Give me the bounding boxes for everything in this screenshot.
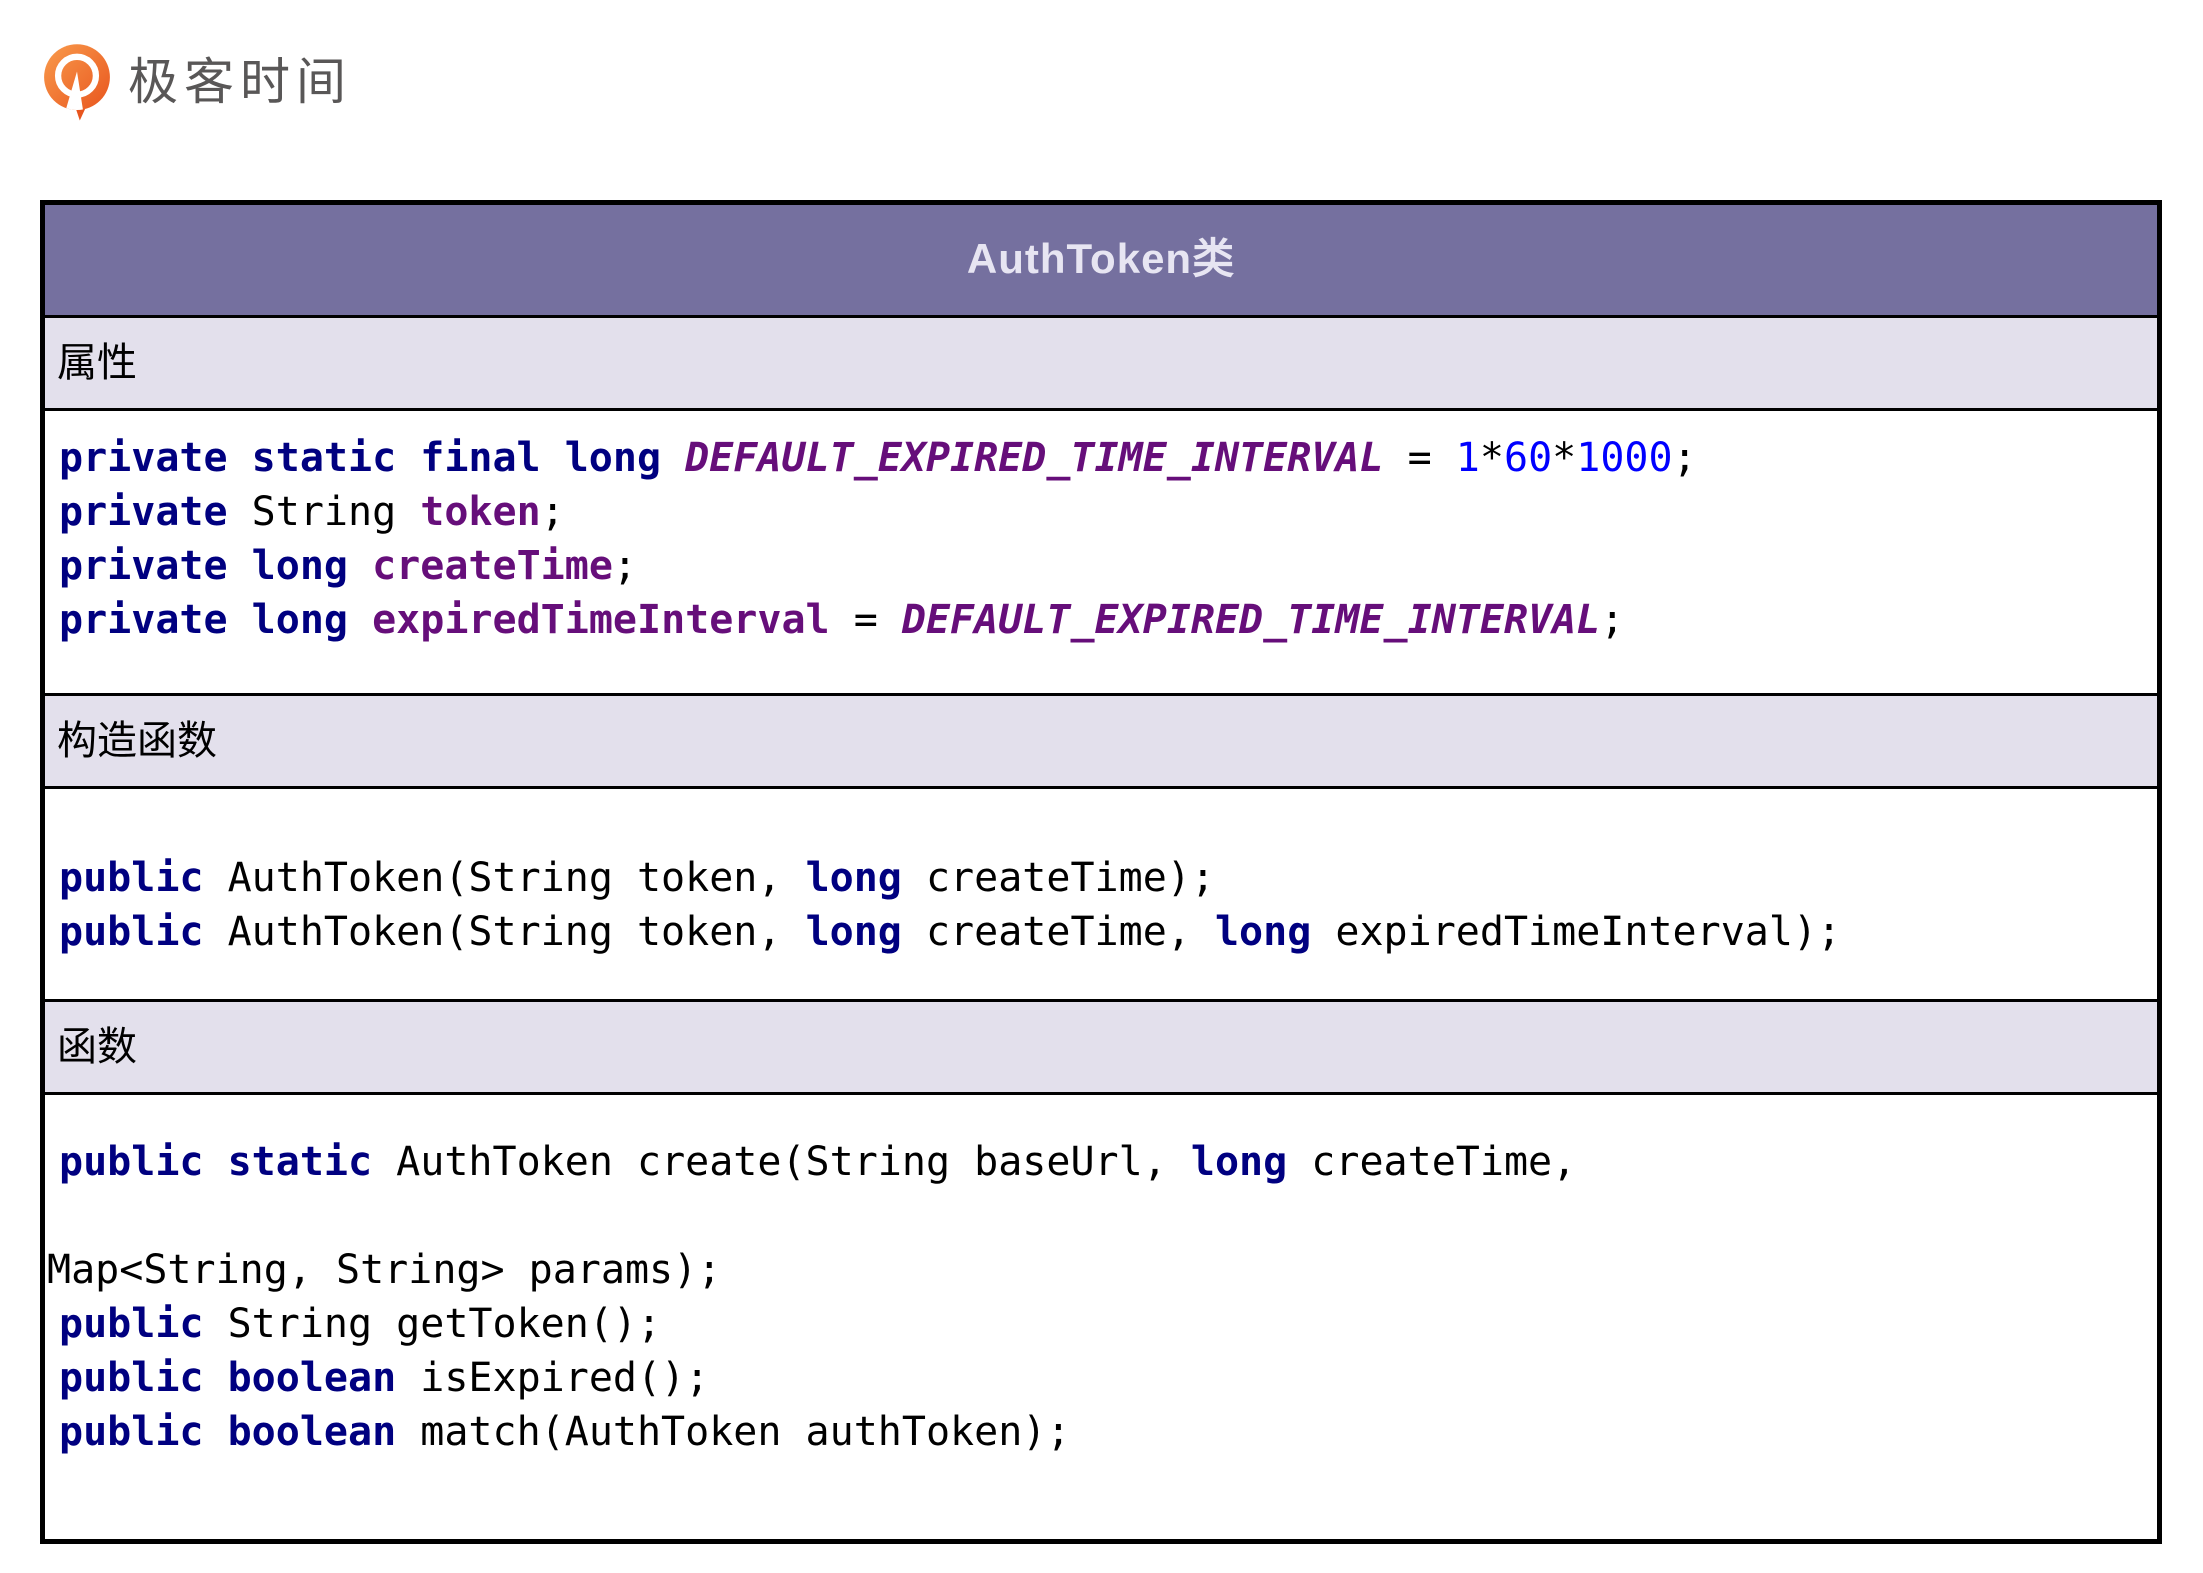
class-table-sections: 属性 private static final long DEFAULT_EXPI… <box>45 315 2157 1539</box>
code-token-plain: * <box>1479 435 1504 481</box>
code-line: private String token; <box>59 485 2143 539</box>
code-token-kw: public <box>59 855 204 901</box>
authtoken-class-table: AuthToken类 属性 private static final long D… <box>40 200 2162 1544</box>
code-token-field: expiredTimeInterval <box>372 597 830 643</box>
brand-header: 极客时间 <box>42 42 352 122</box>
code-token-plain: expiredTimeInterval); <box>1311 909 1842 955</box>
code-token-kw: long <box>805 909 902 955</box>
code-token-plain: AuthToken(String token, <box>203 855 806 901</box>
code-line: public AuthToken(String token, long crea… <box>59 851 2143 905</box>
code-line: public static AuthToken create(String ba… <box>59 1135 2143 1189</box>
code-token-plain: = <box>1383 435 1456 481</box>
section-label-functions: 函数 <box>45 999 2157 1095</box>
code-token-kw: public <box>59 1301 204 1347</box>
code-token-plain <box>661 435 685 481</box>
code-token-const: DEFAULT_EXPIRED_TIME_INTERVAL <box>685 435 1384 481</box>
code-token-plain <box>348 543 372 589</box>
code-token-kw: long <box>805 855 902 901</box>
code-token-kw: public <box>59 909 204 955</box>
code-line: private long expiredTimeInterval = DEFAU… <box>59 593 2143 647</box>
code-line: Map<String, String> params); <box>47 1243 2143 1297</box>
code-token-kw: long <box>1190 1139 1288 1185</box>
code-line: private static final long DEFAULT_EXPIRE… <box>59 431 2143 485</box>
class-title: AuthToken类 <box>45 205 2157 315</box>
code-token-kw: public static <box>59 1139 373 1185</box>
code-block-functions: public static AuthToken create(String ba… <box>45 1095 2157 1539</box>
code-token-plain: match(AuthToken authToken); <box>396 1409 1071 1455</box>
code-token-plain: = <box>829 597 902 643</box>
code-token-plain: createTime, <box>1287 1139 1577 1185</box>
code-line: public AuthToken(String token, long crea… <box>59 905 2143 959</box>
code-token-plain <box>348 597 372 643</box>
code-token-field: token <box>420 489 541 535</box>
code-block-properties: private static final long DEFAULT_EXPIRE… <box>45 411 2157 693</box>
geektime-logo-icon <box>42 42 112 122</box>
section-label-constructors: 构造函数 <box>45 693 2157 789</box>
code-block-constructors: public AuthToken(String token, long crea… <box>45 789 2157 999</box>
code-token-plain: AuthToken(String token, <box>203 909 806 955</box>
code-token-kw: public boolean <box>59 1409 397 1455</box>
code-line <box>59 1189 2143 1243</box>
code-token-num: 60 <box>1503 435 1553 481</box>
code-token-num: 1000 <box>1576 435 1673 481</box>
code-token-plain: * <box>1552 435 1577 481</box>
code-token-plain: String <box>227 489 421 535</box>
code-token-kw: private long <box>59 597 348 643</box>
code-token-kw: long <box>1214 909 1312 955</box>
code-token-const: DEFAULT_EXPIRED_TIME_INTERVAL <box>901 597 1601 643</box>
code-line: public boolean isExpired(); <box>59 1351 2143 1405</box>
code-token-plain: ; <box>540 489 565 535</box>
code-token-plain: createTime); <box>901 855 1215 901</box>
code-token-kw: private static final long <box>59 435 662 481</box>
code-token-plain: ; <box>1600 597 1625 643</box>
code-token-field: createTime <box>372 543 613 589</box>
code-line: public String getToken(); <box>59 1297 2143 1351</box>
code-token-num: 1 <box>1455 435 1480 481</box>
section-label-properties: 属性 <box>45 315 2157 411</box>
code-token-plain: ; <box>1672 435 1697 481</box>
code-token-plain: String getToken(); <box>203 1301 662 1347</box>
code-token-plain: ; <box>612 543 637 589</box>
code-token-plain: AuthToken create(String baseUrl, <box>372 1139 1191 1185</box>
code-token-kw: public boolean <box>59 1355 397 1401</box>
code-line: public boolean match(AuthToken authToken… <box>59 1405 2143 1459</box>
code-token-plain: Map<String, String> params); <box>47 1247 722 1293</box>
code-token-kw: private <box>59 489 228 535</box>
code-token-kw: private long <box>59 543 348 589</box>
code-token-plain: createTime, <box>901 909 1215 955</box>
brand-name: 极客时间 <box>128 54 352 110</box>
code-line: private long createTime; <box>59 539 2143 593</box>
code-token-plain: isExpired(); <box>396 1355 710 1401</box>
